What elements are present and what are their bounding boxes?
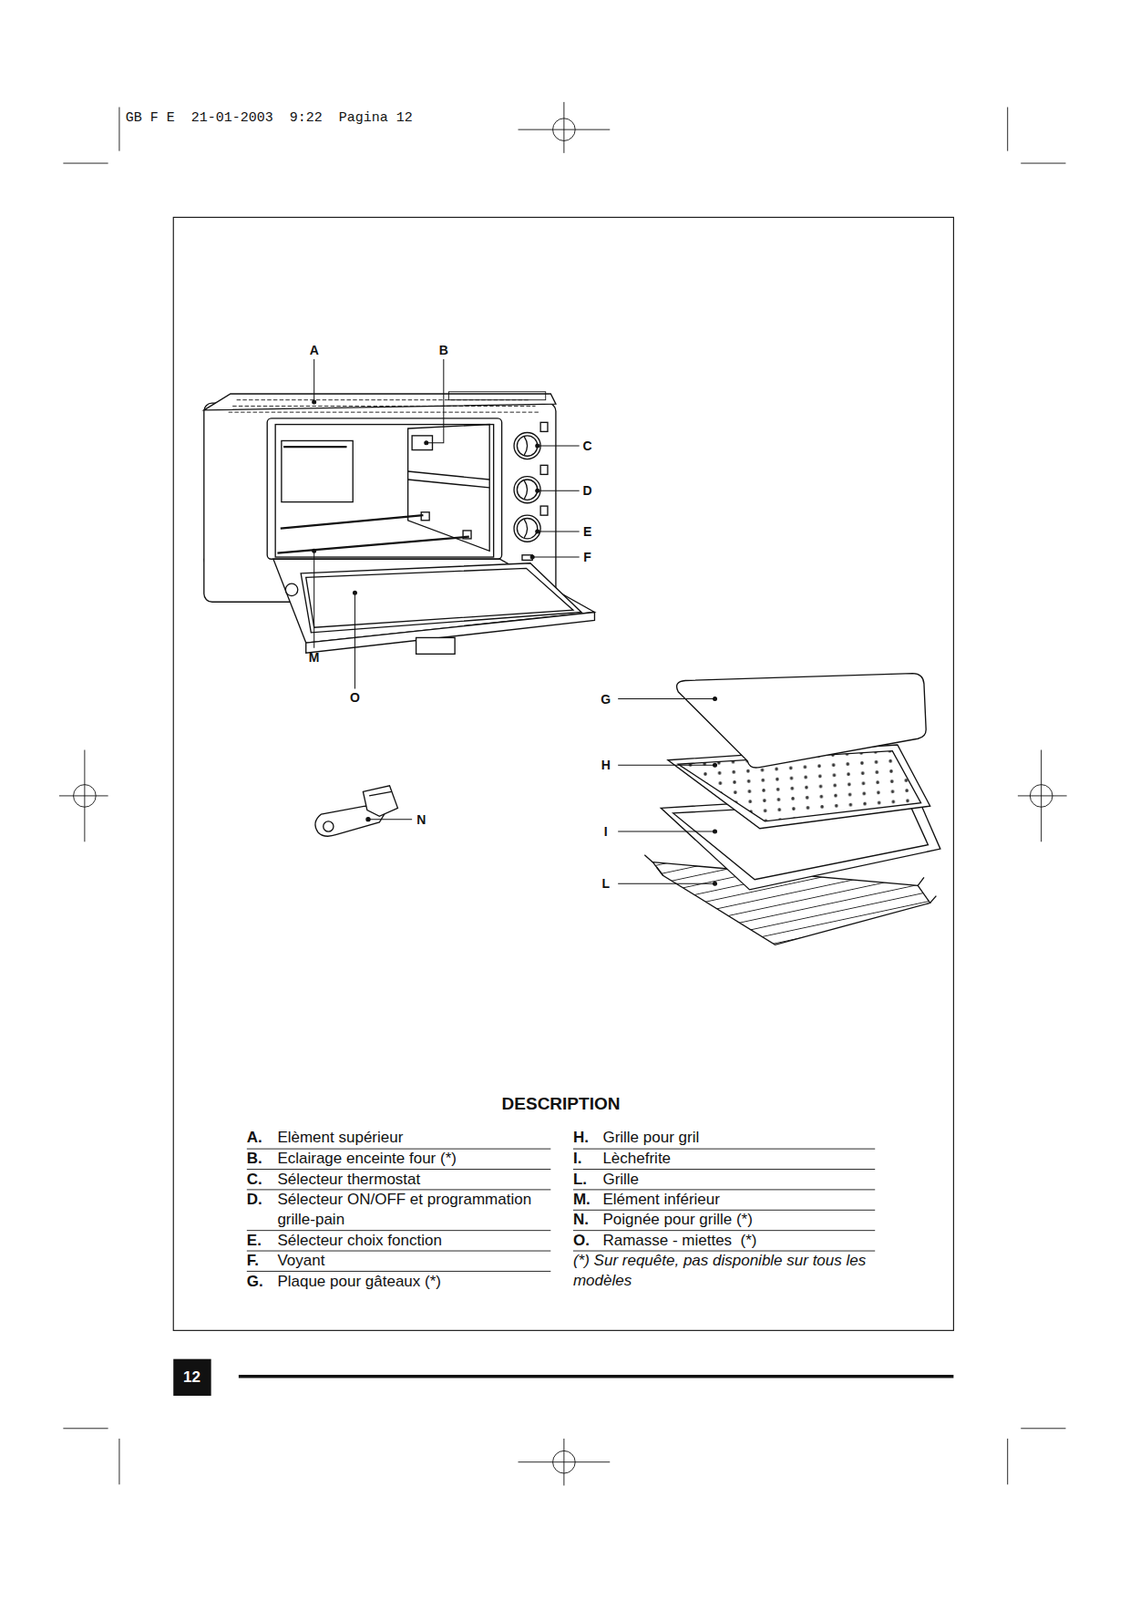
item-letter: A. [246,1127,263,1148]
item-text: Ramasse - miettes (*) [602,1230,874,1251]
item-letter: L. [573,1169,587,1190]
section-title: DESCRIPTION [502,1093,621,1114]
item-letter: M. [573,1189,591,1210]
item-text: Eclairage enceinte four (*) [277,1148,551,1169]
item-text: Plaque pour gâteaux (*) [277,1271,551,1292]
item-letter: N. [573,1209,589,1230]
callout-letter: M [308,649,320,665]
item-letter: C. [246,1169,263,1190]
callout-letter: G [600,691,611,707]
callout-letter: H [601,757,611,772]
callout-letter: C [583,438,593,453]
callout-letter: A [309,342,319,358]
item-letter: E. [246,1230,262,1251]
item-letter: H. [573,1127,589,1148]
item-text: Poignée pour grille (*) [602,1209,874,1230]
callout-letter: B [439,342,449,358]
callout-letter: O [349,689,360,705]
item-text: Elément inférieur [602,1189,874,1210]
item-text: Elèment supérieur [277,1127,551,1148]
callout-letter: D [583,482,593,498]
item-letter: D. [246,1189,263,1210]
callout-letter: N [416,811,426,827]
item-text: Grille [602,1169,874,1190]
page-number: 12 [183,1367,201,1387]
callout-letter: I [604,823,608,839]
item-text: Sélecteur ON/OFF et programmation grille… [277,1189,551,1230]
callout-letter: F [583,549,592,565]
item-letter: B. [246,1148,263,1169]
item-letter: F. [246,1250,259,1271]
print-header: GB F E 21-01-2003 9:22 Pagina 12 [125,110,413,127]
item-text: Lèchefrite [602,1148,874,1169]
callout-letter: E [583,523,592,539]
item-letter: O. [573,1230,590,1251]
callout-letter: L [601,875,610,891]
item-text: Sélecteur thermostat [277,1169,551,1190]
item-text: Grille pour gril [602,1127,874,1148]
footnote: (*) Sur requête, pas disponible sur tous… [573,1250,880,1291]
item-text: Sélecteur choix fonction [277,1230,551,1251]
item-text: Voyant [277,1250,551,1271]
item-letter: G. [246,1271,264,1292]
item-letter: I. [573,1148,582,1169]
